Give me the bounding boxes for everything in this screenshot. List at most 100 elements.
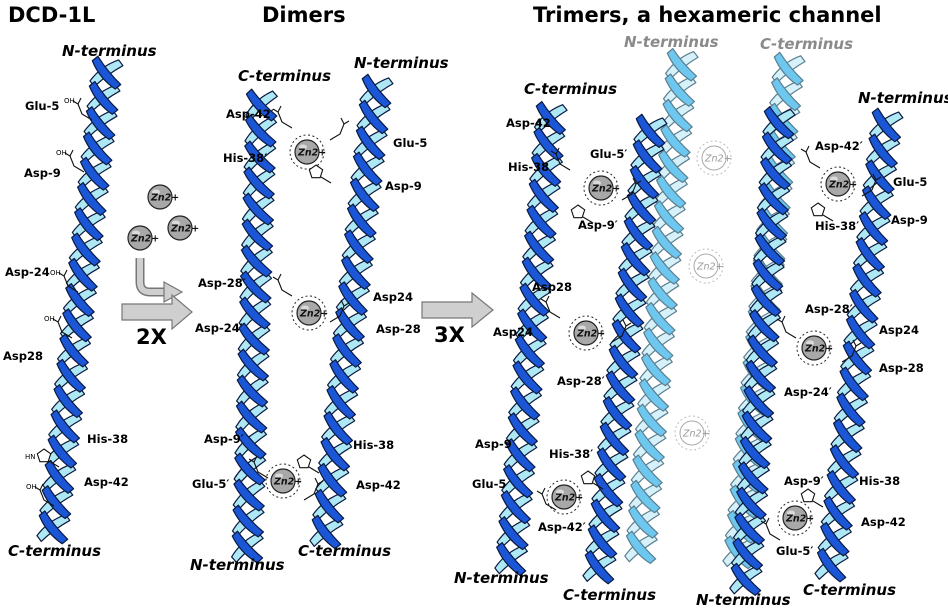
- title-trimer: Trimers, a hexameric channel: [533, 3, 882, 27]
- trimer-residue: Asp-42′: [815, 139, 863, 153]
- title-dimer: Dimers: [262, 3, 346, 27]
- dimer-residue: Asp-9′: [204, 432, 244, 446]
- dimer-n-terminus-bottom: N-terminus: [190, 556, 285, 574]
- svg-text:Zn2+: Zn2+: [273, 477, 302, 488]
- zinc-ion-icon: Zn2+: [825, 171, 857, 197]
- helix-monomer: [36, 55, 124, 545]
- svg-text:OH: OH: [50, 269, 61, 277]
- carboxylate-sidechain-icon: OH: [64, 97, 93, 121]
- carboxylate-sidechain-icon: OH: [50, 269, 79, 293]
- imidazole-sidechain-icon: HN: [25, 448, 60, 468]
- helix-dimer-right: [309, 73, 394, 550]
- imidazole-sidechain-icon: [580, 470, 604, 490]
- dimer-residue: His-38: [353, 438, 394, 452]
- helix-back-1: [624, 47, 699, 565]
- carboxylate-sidechain-icon: [329, 117, 350, 141]
- zinc-ion-icon: Zn2+: [693, 253, 724, 279]
- zinc-ion-icon: Zn2+: [127, 225, 159, 251]
- arrow-2x: [121, 258, 193, 331]
- helix-dimer-left: [231, 88, 278, 564]
- dimer-residue: Asp-42: [356, 478, 401, 492]
- helix-layer: [36, 55, 904, 596]
- svg-text:Zn2+: Zn2+: [828, 180, 857, 191]
- helix-trimer-4: [814, 107, 904, 583]
- trimer-residue: Asp-28: [879, 361, 924, 375]
- dimer-c-terminus-bottom: C-terminus: [298, 542, 391, 560]
- trimer-residue: Asp-42: [861, 515, 906, 529]
- zinc-ion-icon: Zn2+: [679, 420, 710, 446]
- helix-trimer-2: [582, 113, 668, 585]
- trimer-residue: Glu-5: [893, 175, 927, 189]
- zinc-ion-icon: Zn2+: [147, 184, 179, 210]
- svg-text:Zn2+: Zn2+: [785, 514, 814, 525]
- svg-text:Zn2+: Zn2+: [576, 329, 605, 340]
- trimer-residue: Glu-5′: [590, 147, 627, 161]
- imidazole-sidechain-icon: [308, 164, 332, 184]
- svg-text:Zn2+: Zn2+: [299, 309, 328, 320]
- imidazole-sidechain-icon: [800, 488, 824, 508]
- dimer-residue: Asp-24′: [195, 321, 243, 335]
- imidazole-sidechain-icon: [570, 204, 594, 224]
- svg-text:Zn2+: Zn2+: [696, 262, 724, 273]
- arrow-3x: [421, 291, 494, 329]
- carboxylate-sidechain-icon: [760, 517, 781, 541]
- monomer-residue: Asp28: [3, 349, 43, 363]
- monomer-residue: Asp-42: [84, 475, 129, 489]
- carboxylate-sidechain-icon: [621, 177, 642, 201]
- trimer-n-terminus-bottom-left: N-terminus: [454, 569, 549, 587]
- zinc-ion-icon: Zn2+: [296, 300, 328, 326]
- trimer-residue: Asp-42: [506, 116, 551, 130]
- trimer-residue: Asp-9: [891, 213, 928, 227]
- svg-text:Zn2+: Zn2+: [130, 234, 159, 245]
- zinc-ion-icon: Zn2+: [588, 175, 620, 201]
- svg-text:Zn2+: Zn2+: [297, 148, 326, 159]
- helix-trimer-1: [494, 100, 568, 577]
- zinc-ion-icon: Zn2+: [801, 335, 833, 361]
- svg-text:OH: OH: [64, 97, 75, 105]
- dimer-residue: Asp24: [373, 290, 413, 304]
- carboxylate-sidechain-icon: [841, 339, 862, 363]
- carboxylate-sidechain-icon: [540, 295, 561, 319]
- carboxylate-sidechain-icon: OH: [44, 315, 73, 339]
- svg-text:OH: OH: [56, 149, 67, 157]
- trimer-residue: Asp-9′: [578, 218, 618, 232]
- zinc-ion-icon: Zn2+: [167, 215, 199, 241]
- trimer-residue: Asp-42′: [538, 520, 586, 534]
- trimer-residue: Asp-24′: [784, 385, 832, 399]
- monomer-n-terminus: N-terminus: [62, 42, 157, 60]
- imidazole-sidechain-icon: [810, 202, 834, 222]
- dimer-residue: Asp-9: [385, 179, 422, 193]
- svg-text:Zn2+: Zn2+: [150, 193, 179, 204]
- monomer-residue: Asp-24: [5, 265, 50, 279]
- trimer-residue: Glu-5′: [776, 544, 813, 558]
- monomer-residue: Asp-9: [24, 166, 61, 180]
- carboxylate-sidechain-icon: [536, 487, 557, 511]
- imidazole-sidechain-icon: [296, 454, 320, 474]
- carboxylate-sidechain-icon: [329, 299, 350, 323]
- dimer-residue: Glu-5: [393, 136, 427, 150]
- carboxylate-sidechain-icon: [861, 173, 882, 197]
- trimer-residue: Asp-28′: [557, 374, 605, 388]
- svg-text:OH: OH: [26, 483, 37, 491]
- trimer-residue: Glu-5: [472, 477, 506, 491]
- trimer-n-terminus-bottom-center: N-terminus: [696, 591, 791, 608]
- trimer-c-terminus-bottom-left: C-terminus: [563, 586, 656, 604]
- trimer-residue: His-38: [859, 474, 900, 488]
- zinc-ion-icon: Zn2+: [701, 145, 732, 171]
- svg-text:Zn2+: Zn2+: [591, 184, 620, 195]
- zinc-ion-icon: Zn2+: [551, 484, 583, 510]
- carboxylate-sidechain-icon: [800, 145, 821, 169]
- trimer-c-terminus-bottom-right: C-terminus: [803, 581, 896, 599]
- sidechain-layer: Zn2+ Zn2+ Zn2+ Zn2+ Zn2+ Zn2+ Zn2+ Zn2+ Zn2+ Zn2+…: [25, 97, 882, 541]
- zinc-ion-icon: Zn2+: [573, 320, 605, 346]
- dimer-residue: Asp-28′: [198, 276, 246, 290]
- carboxylate-sidechain-icon: [248, 455, 269, 479]
- trimer-right-n-terminus: N-terminus: [858, 89, 948, 107]
- trimer-residue: Asp28: [532, 280, 572, 294]
- trimer-residue: His-38: [508, 160, 549, 174]
- carboxylate-sidechain-icon: OH: [26, 483, 55, 507]
- helix-trimer-3: [729, 106, 796, 596]
- svg-text:Zn2+: Zn2+: [804, 344, 833, 355]
